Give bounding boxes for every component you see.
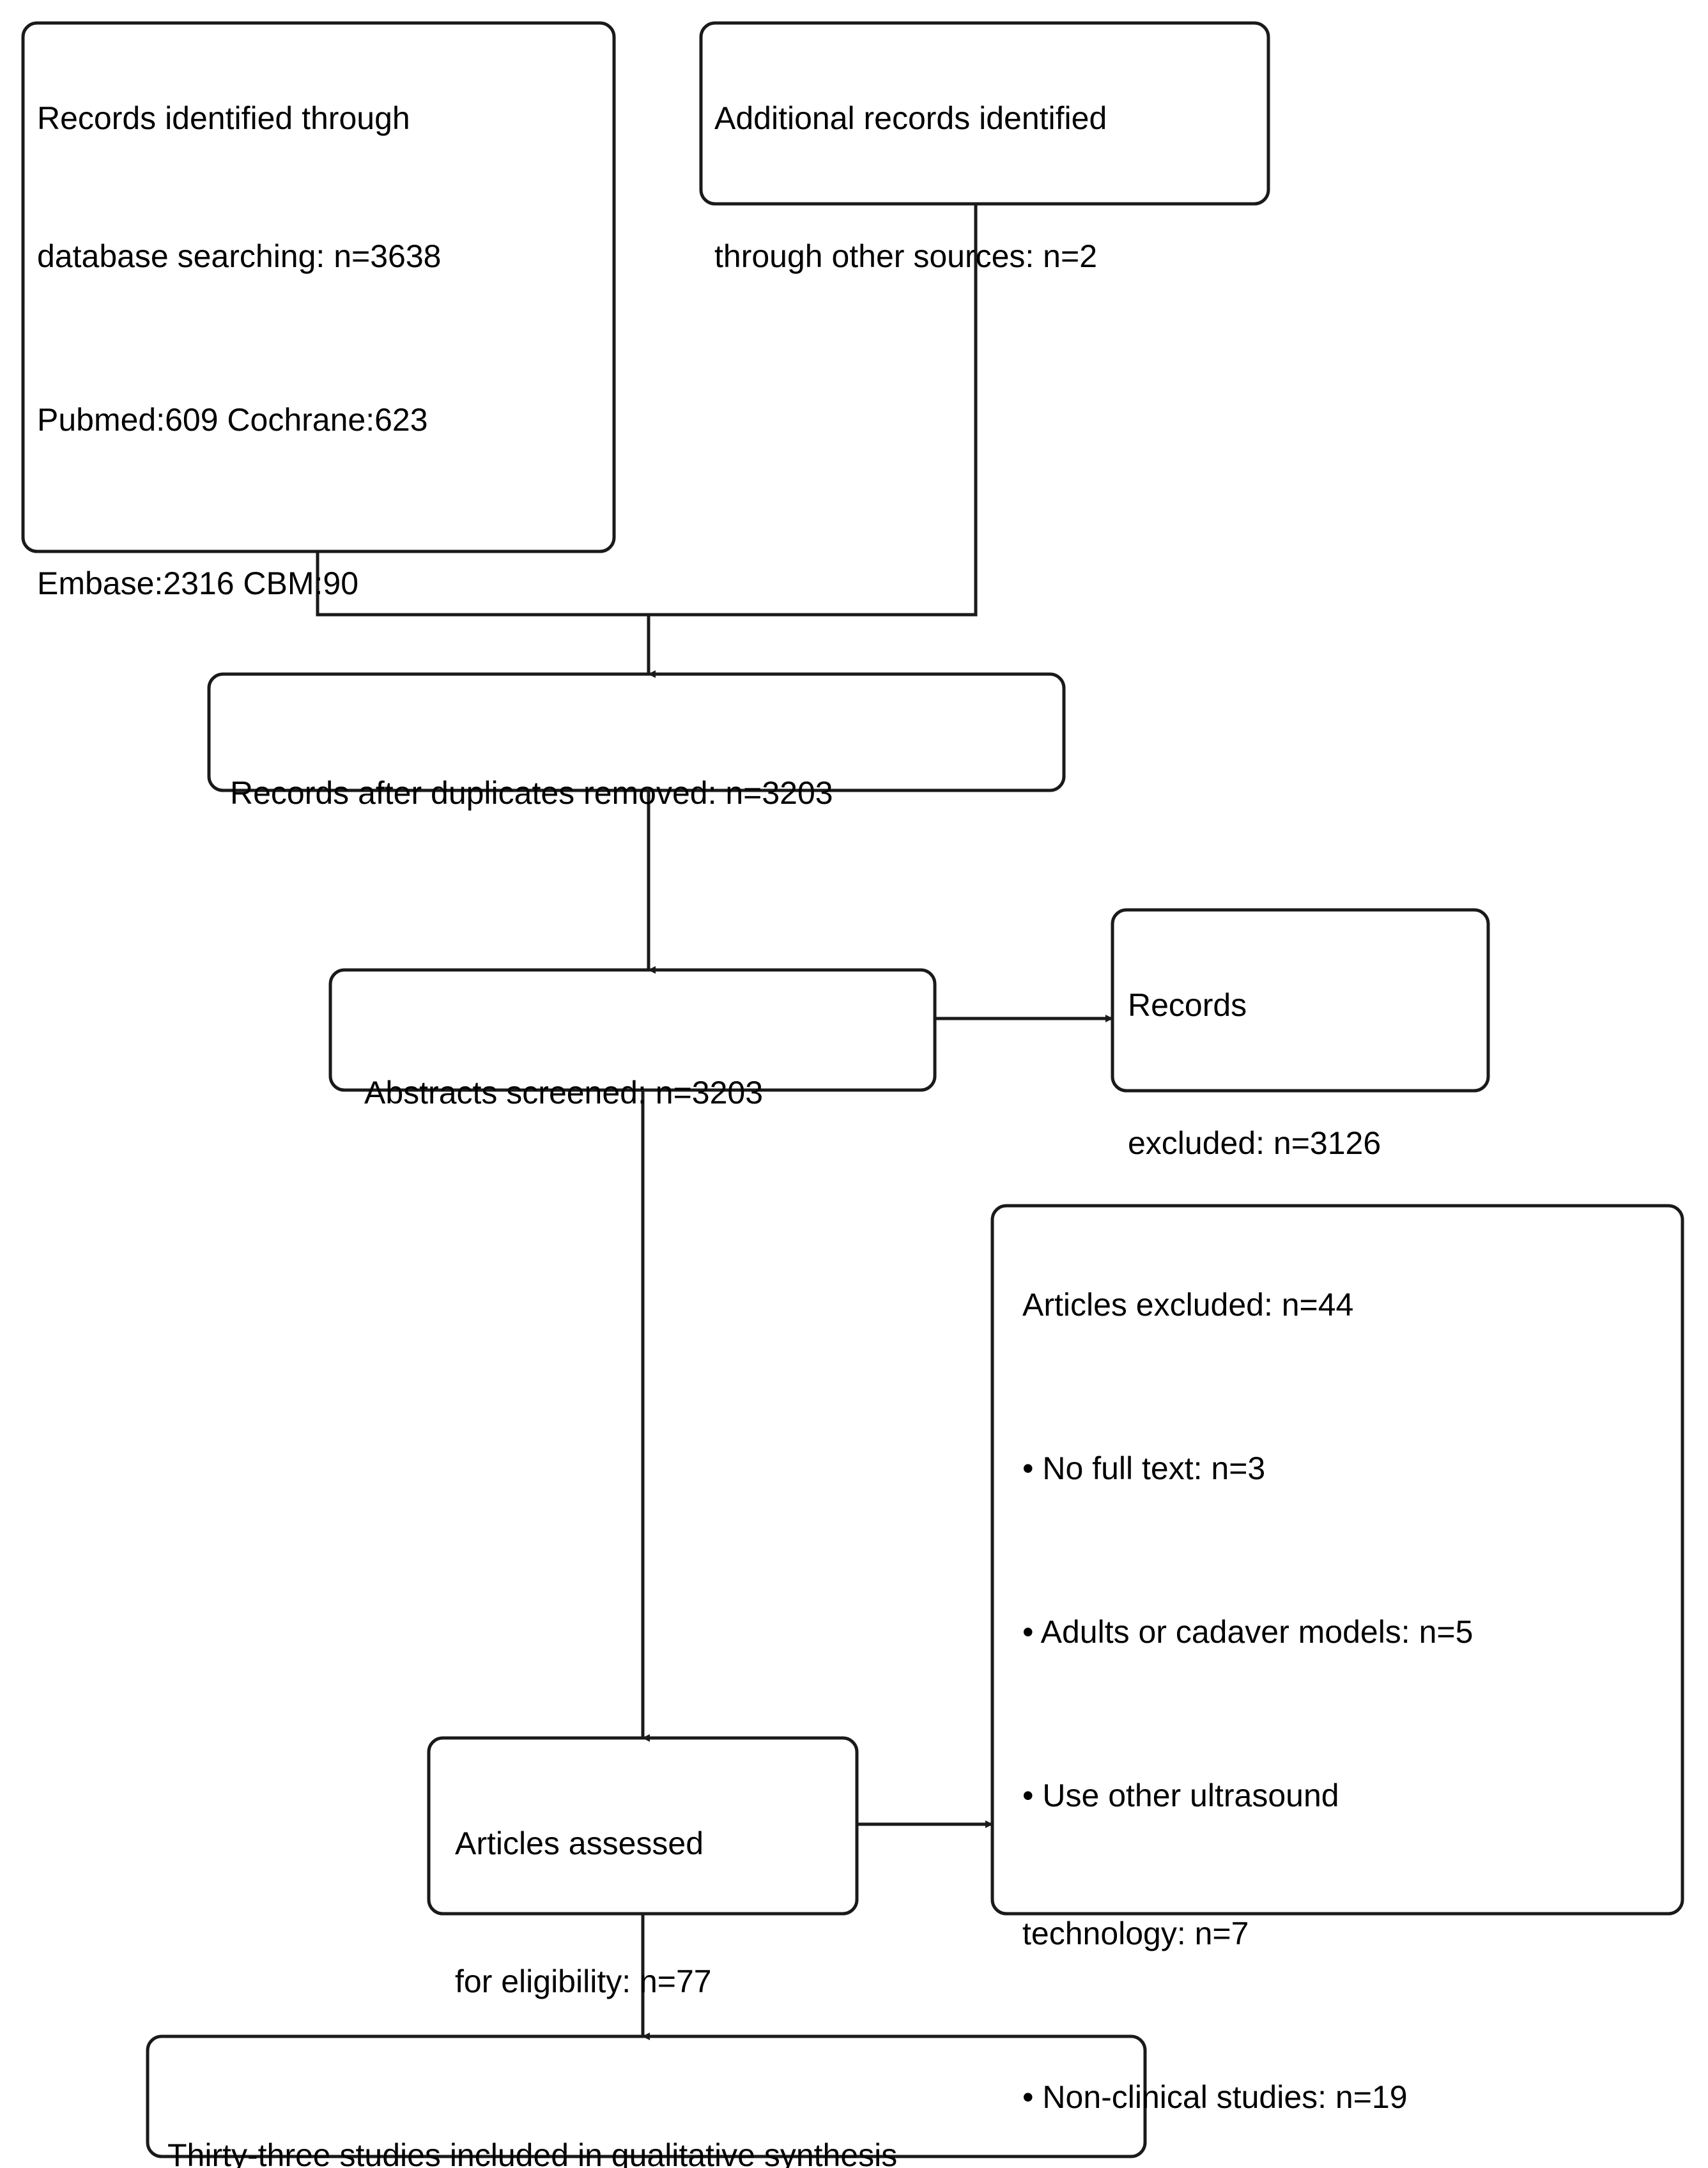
additional-records-box [699,21,1270,206]
articles-excluded-item-5: • Non-clinical studies: n=19 [1022,2079,1408,2115]
articles-excluded-item-4: technology: n=7 [1022,1916,1249,1951]
duplicates-removed-line-1: Records after duplicates removed: n=3203 [230,775,833,811]
articles-assessed-text: Articles assessed for eligibility: n=77 [455,1764,851,2061]
records-excluded-line-1: Records [1128,987,1247,1023]
articles-excluded-item-1: • No full text: n=3 [1022,1450,1266,1486]
additional-records-line-1: Additional records identified [714,100,1107,136]
duplicates-removed-box [207,672,1066,792]
records-identified-line-1: Records identified through [37,100,410,136]
articles-excluded-item-2: • Adults or cadaver models: n=5 [1022,1614,1473,1650]
abstracts-screened-line-1: Abstracts screened: n=3203 [364,1075,763,1111]
connector-additional-records-to-merge [649,204,978,617]
articles-excluded-item-3: • Use other ultrasound [1022,1778,1339,1813]
records-identified-line-2: database searching: n=3638 [37,238,442,274]
abstracts-screened-box [328,968,937,1092]
duplicates-removed-text: Records after duplicates removed: n=3203 [230,713,1054,873]
abstracts-screened-text: Abstracts screened: n=3203 [364,1013,933,1172]
additional-records-text: Additional records identified through ot… [714,38,1258,336]
articles-excluded-text: Articles excluded: n=44 • No full text: … [1022,1225,1674,2168]
records-excluded-box [1111,908,1490,1093]
articles-excluded-box [990,1204,1684,1916]
articles-excluded-heading: Articles excluded: n=44 [1022,1287,1354,1323]
articles-assessed-line-1: Articles assessed [455,1826,704,1861]
records-excluded-text: Records excluded: n=3126 [1128,925,1486,1223]
additional-records-line-2: through other sources: n=2 [714,238,1097,274]
included-studies-line-1: Thirty-three studies included in qualita… [167,2137,898,2168]
records-identified-line-3: Pubmed:609 Cochrane:623 [37,402,428,438]
articles-assessed-line-2: for eligibility: n=77 [455,1964,712,1999]
records-identified-line-4: Embase:2316 CBM:90 [37,565,359,601]
connector-records-identified-to-merge [316,551,649,617]
records-excluded-line-2: excluded: n=3126 [1128,1125,1381,1161]
records-identified-text: Records identified through database sear… [37,38,599,663]
included-studies-text: Thirty-three studies included in qualita… [167,2075,1139,2168]
